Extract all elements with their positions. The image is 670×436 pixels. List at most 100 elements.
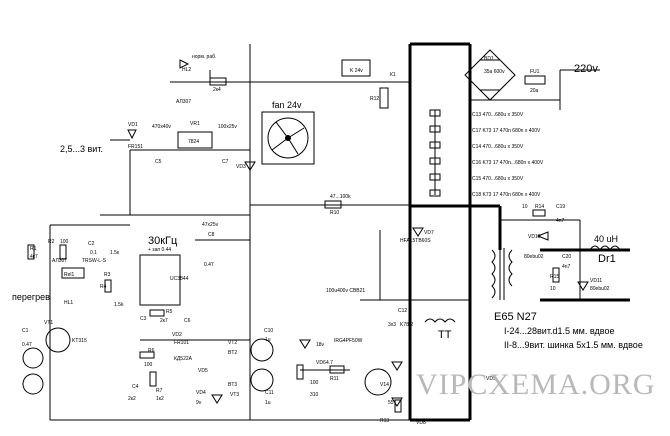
label-vd5: VD5 xyxy=(198,368,208,374)
label-vd3: VD3 xyxy=(236,164,246,170)
label-zap: + зап 0.44 xyxy=(148,247,171,253)
label-c1: C1 xyxy=(22,328,29,334)
label-kd: КД522А xyxy=(174,356,193,362)
transistor-vt3 xyxy=(250,368,274,392)
label-c8: C8 xyxy=(208,232,215,238)
transistor-vt1 xyxy=(45,327,71,353)
label-vd1: VD1 xyxy=(128,122,138,128)
label-r13: R13 xyxy=(380,418,389,424)
label-r7v: 1к2 xyxy=(156,396,164,402)
label-c21v: 100u400v СВВ21 xyxy=(326,288,365,294)
label-c12: C12 xyxy=(398,308,407,314)
label-r2v: 100 xyxy=(60,239,69,245)
label-r7: R7 xyxy=(156,388,163,394)
resistors xyxy=(27,77,560,413)
label-r15v: 10 xyxy=(550,286,556,292)
label-r12: R12 xyxy=(370,96,379,102)
label-vd9: VD9 xyxy=(486,376,496,382)
label-vt1: VT1 xyxy=(44,320,53,326)
label-hl2: HL2 xyxy=(182,67,191,73)
label-c15: C15 470...680u x 350V xyxy=(472,176,524,182)
relay-k1 xyxy=(341,59,371,77)
label-c13: C13 470...680u x 350V xyxy=(472,112,524,118)
label-c2v: 0.1 xyxy=(90,250,97,256)
label-c4: C4 xyxy=(132,384,139,390)
label-r11: R11 xyxy=(330,376,339,382)
label-7824: 7824 xyxy=(188,139,199,145)
label-fr151: FR151 xyxy=(128,144,143,150)
label-vd2v: FR101 xyxy=(174,340,189,346)
label-c6: C6 xyxy=(184,318,191,324)
label-tr: TRSW-L-S xyxy=(82,258,107,264)
label-freq: 30кГц xyxy=(148,235,178,247)
label-tt: TT xyxy=(438,329,452,341)
label-vd4: VD4 xyxy=(196,390,206,396)
label-vt3: VT3 xyxy=(230,392,239,398)
label-wind2: II-8...9вит. шинка 5х1.5 мм. вдвое xyxy=(504,340,643,350)
label-norm: норм. раб. xyxy=(192,54,216,60)
label-r9v: 310 xyxy=(310,392,319,398)
label-bt2: BT2 xyxy=(228,350,237,356)
label-c10v: 1u xyxy=(265,337,271,343)
choke-dr1 xyxy=(589,245,621,251)
label-wind1: I-24...28вит.d1.5 мм. вдвое xyxy=(504,326,614,336)
transformer-e65 xyxy=(491,248,513,300)
label-turns-left: 2,5...3 вит. xyxy=(60,144,103,154)
label-fu1v: 20a xyxy=(530,88,539,94)
label-bd1v: 35a 600v xyxy=(484,69,505,75)
label-c10: C10 xyxy=(264,328,273,334)
label-dr1v: 40 uH xyxy=(594,234,618,244)
label-c5v: 470х40v xyxy=(152,124,171,130)
label-vd2: VD2 xyxy=(172,332,182,338)
label-c4v: 2к2 xyxy=(128,396,136,402)
fuse-fu1 xyxy=(524,75,546,85)
ic-uc3844 xyxy=(139,254,181,306)
label-vd11: VD11 xyxy=(590,278,602,284)
transistor-vt4 xyxy=(364,368,392,396)
label-r1v: 4к7 xyxy=(30,254,38,260)
label-bd1: BD1 xyxy=(484,56,494,62)
label-c14: C14 470...680u x 350V xyxy=(472,144,524,150)
watermark: VIPCXEMA.ORG xyxy=(416,368,656,401)
label-c12b: K78-2 xyxy=(400,322,414,328)
label-vd6: VD6 xyxy=(316,360,326,366)
label-vd11v: 80ebu02 xyxy=(590,286,610,292)
label-r15: R15 xyxy=(550,274,559,280)
label-vd10: VD10 xyxy=(528,234,541,240)
label-c18: C18 K73 17 470n 680n x 400V xyxy=(472,192,541,198)
label-r4v: 1.5k xyxy=(114,302,124,308)
label-c3v2: 2к7 xyxy=(160,318,168,324)
label-r3: R3 xyxy=(104,272,111,278)
label-k24: K 24v xyxy=(350,68,363,74)
label-vt4v: IRG4PF50W xyxy=(334,338,363,344)
label-c20v: 4n7 xyxy=(562,264,571,270)
label-r1: R1 xyxy=(30,246,37,252)
label-c1v: 0.47 xyxy=(22,342,32,348)
label-k1: К1 xyxy=(390,72,396,78)
label-r8v: 100 xyxy=(310,380,319,386)
label-vd8: VD8 xyxy=(416,420,426,426)
label-vd6v: 18v xyxy=(316,342,325,348)
label-ld1: АЛ307 xyxy=(52,258,67,264)
diodes xyxy=(127,59,589,407)
label-al307a: АЛ307 xyxy=(176,99,191,105)
label-c20: C20 xyxy=(562,254,571,260)
bridge-rectifier xyxy=(464,49,516,101)
label-r14v: 10 xyxy=(522,204,528,210)
label-r6v: 100 xyxy=(144,362,153,368)
label-c2: C2 xyxy=(88,241,95,247)
label-r14: R14 xyxy=(535,204,544,210)
label-fu1: FU1 xyxy=(530,69,540,75)
label-c11v: 1u xyxy=(265,400,271,406)
label-c16: C16 K73 17 470n...680n x 400V xyxy=(472,160,544,166)
label-c19: C19 xyxy=(556,204,565,210)
label-overheat: перегрев xyxy=(12,292,50,302)
labels: норм. раб. HL2 АЛ307 2к4 VD1 FR151 2,5..… xyxy=(12,54,643,426)
label-hl1: HL1 xyxy=(64,300,73,306)
label-c5: C5 xyxy=(155,159,162,165)
label-r5: R5 xyxy=(166,309,173,315)
label-r13v: 55 xyxy=(388,400,394,406)
label-ic: UC3844 xyxy=(170,276,189,282)
label-c7: C7 xyxy=(222,159,229,165)
